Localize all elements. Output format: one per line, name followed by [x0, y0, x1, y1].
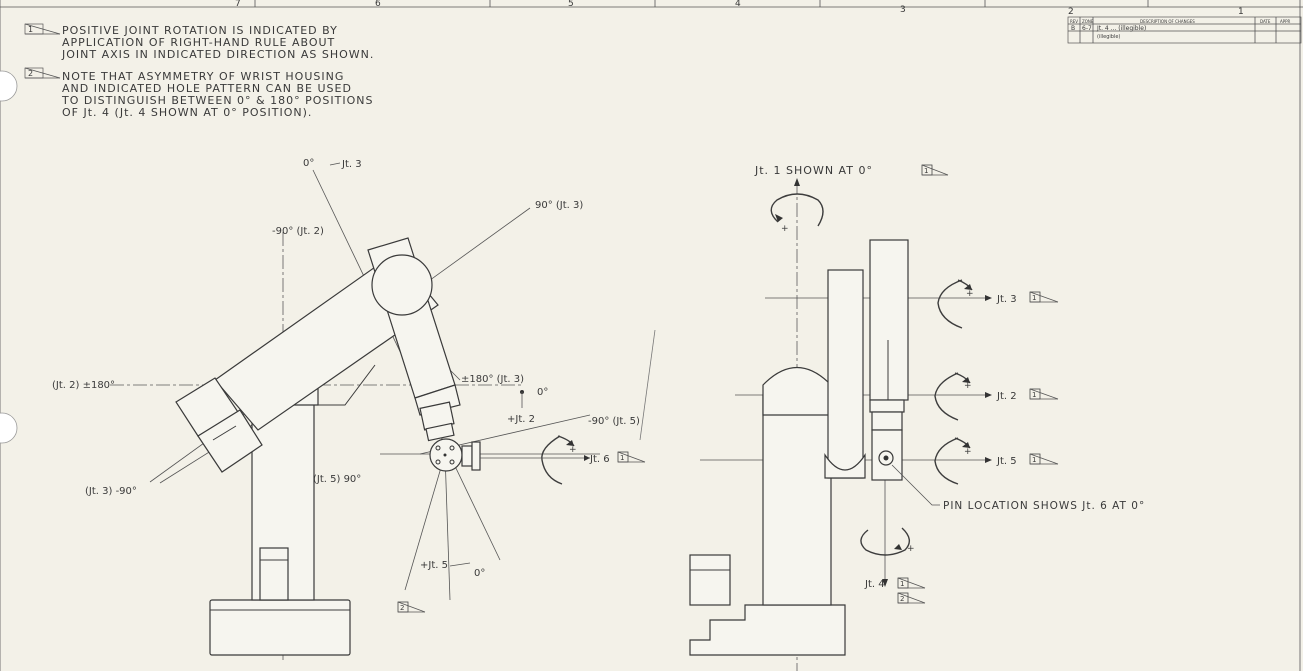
rev-header-rev: REV [1070, 19, 1078, 24]
note-1-line-2: APPLICATION OF RIGHT-HAND RULE ABOUT [62, 36, 335, 49]
jt4-plus: + [907, 544, 915, 554]
note-2-reference-flag: 2 [397, 601, 426, 613]
note-2-ref-number: 2 [400, 604, 404, 612]
binder-hole-bottom [0, 412, 18, 444]
jt5-90-label: (Jt. 5) 90° [313, 474, 361, 485]
zone-2: 2 [1068, 7, 1074, 17]
jt2-plus: + [964, 381, 972, 391]
rev-header-appr: APPR [1280, 19, 1291, 24]
rev-row1-description: Jt. 4 ... (illegible) [1096, 25, 1146, 32]
right-jt5-label: Jt. 5 [996, 456, 1017, 467]
jt3-zero-label: 0° [303, 158, 314, 169]
binder-hole-top [0, 70, 18, 102]
zone-6: 6 [375, 0, 381, 9]
jt3-label: Jt. 3 [341, 159, 362, 170]
note-2: 2 NOTE THAT ASYMMETRY OF WRIST HOUSING A… [24, 67, 373, 119]
jt5-plus: + [964, 447, 972, 457]
right-jt3-flag-number: 1 [1032, 294, 1036, 302]
left-view: + 0° Jt. 3 90° (Jt. 3) -90° (Jt. 2) (Jt.… [52, 158, 646, 660]
right-jt2-flag: 1 [1029, 388, 1059, 400]
jt5-zero-label: 0° [474, 568, 485, 579]
note-1-flag: 1 [28, 25, 33, 34]
rev-row1-rev: B [1071, 25, 1075, 32]
pin-location-note: PIN LOCATION SHOWS Jt. 6 AT 0° [943, 500, 1145, 512]
right-jt3-flag: 1 [1029, 291, 1059, 303]
right-jt4-flag-1: 1 [897, 577, 926, 589]
jt2-zero-label: 0° [537, 387, 548, 398]
right-jt4-label: Jt. 4 [864, 579, 885, 590]
note-2-line-1: NOTE THAT ASYMMETRY OF WRIST HOUSING [62, 70, 344, 83]
jt3-neg90-label: (Jt. 3) -90° [85, 486, 137, 497]
rev-row1-zone: 6-7 [1082, 25, 1092, 32]
jt3-180-label: ±180° (Jt. 3) [461, 374, 524, 385]
note-2-line-2: AND INDICATED HOLE PATTERN CAN BE USED [62, 82, 352, 95]
rev-header-date: DATE [1260, 19, 1271, 24]
note-2-flag: 2 [28, 69, 33, 78]
note-2-line-3: TO DISTINGUISH BETWEEN 0° & 180° POSITIO… [61, 94, 373, 107]
jt2-plus-label: +Jt. 2 [507, 414, 535, 425]
zone-7: 7 [235, 0, 241, 9]
jt1-title-flag: 1 [921, 164, 949, 176]
jt6-plus: + [569, 445, 577, 455]
right-jt4-flag-2-number: 2 [900, 595, 904, 603]
sheet-fold-mark [639, 329, 656, 441]
note-1-line-3: JOINT AXIS IN INDICATED DIRECTION AS SHO… [61, 48, 374, 61]
jt3-90-label: 90° (Jt. 3) [535, 200, 583, 211]
jt6-flag: 1 [617, 451, 646, 463]
right-jt4-flag-1-number: 1 [900, 580, 904, 588]
jt2-180-label: (Jt. 2) ±180° [52, 380, 115, 391]
rev-row2-description: (illegible) [1097, 34, 1120, 40]
right-jt5-flag: 1 [1029, 453, 1059, 465]
note-2-line-4: OF Jt. 4 (Jt. 4 SHOWN AT 0° POSITION). [62, 106, 312, 119]
zone-5: 5 [568, 0, 574, 9]
jt6-label: Jt. 6 [589, 454, 610, 465]
jt3-plus: + [966, 289, 974, 299]
jt2-neg90-label: -90° (Jt. 2) [272, 226, 324, 237]
zone-4: 4 [735, 0, 741, 9]
note-1: 1 POSITIVE JOINT ROTATION IS INDICATED B… [24, 23, 374, 61]
jt5-neg90-label: -90° (Jt. 5) [588, 416, 640, 427]
jt5-plus-label: +Jt. 5 [420, 560, 448, 571]
right-view: + + + + + Jt. 1 SHOWN AT 0° 1 Jt. 3 [689, 164, 1145, 671]
zone-3: 3 [900, 5, 906, 15]
note-1-line-1: POSITIVE JOINT ROTATION IS INDICATED BY [62, 24, 338, 37]
right-jt5-flag-number: 1 [1032, 456, 1036, 464]
jt1-plus: + [781, 224, 789, 234]
right-jt2-label: Jt. 2 [996, 391, 1017, 402]
zone-1: 1 [1238, 7, 1244, 17]
revision-block: REV ZONE DESCRIPTION OF CHANGES DATE APP… [1067, 16, 1302, 44]
jt6-flag-number: 1 [620, 454, 624, 462]
rev-header-zone: ZONE [1082, 19, 1094, 24]
right-jt2-flag-number: 1 [1032, 391, 1036, 399]
jt1-title: Jt. 1 SHOWN AT 0° [754, 164, 873, 177]
right-jt4-flag-2: 2 [897, 592, 926, 604]
rev-header-description: DESCRIPTION OF CHANGES [1140, 19, 1195, 24]
jt1-flag-number: 1 [924, 167, 928, 175]
right-jt3-label: Jt. 3 [996, 294, 1017, 305]
